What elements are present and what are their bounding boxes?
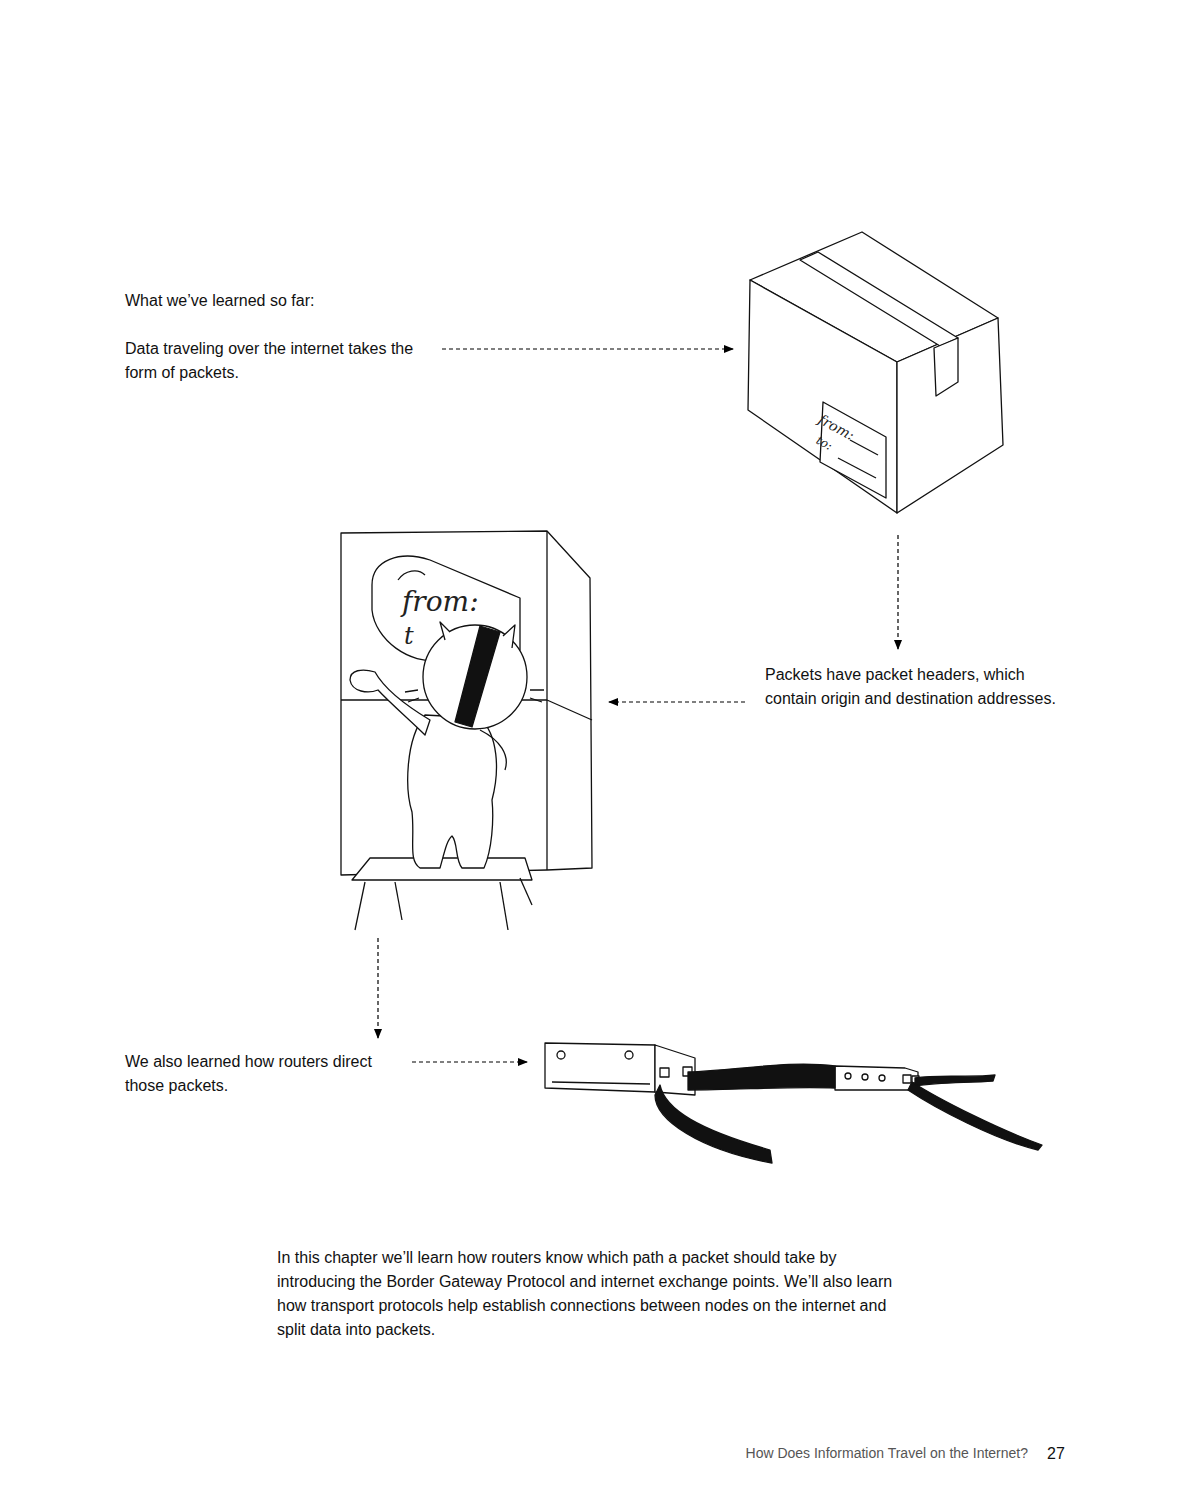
handwritten-label: t [404,624,414,648]
callout-text: Data traveling over the internet takes t… [125,337,430,385]
callout-text: We also learned how routers direct those… [125,1050,415,1098]
handwritten-label: from: [402,588,479,616]
page-number: 27 [1047,1442,1065,1466]
intro-heading: What we’ve learned so far: [125,289,485,313]
packet-box [748,232,1003,513]
cat-figure [341,531,592,930]
routers [545,1043,1042,1163]
running-footer: How Does Information Travel on the Inter… [746,1443,1028,1463]
chapter-paragraph: In this chapter we’ll learn how routers … [277,1246,917,1342]
callout-text: Packets have packet headers, which conta… [765,663,1065,711]
